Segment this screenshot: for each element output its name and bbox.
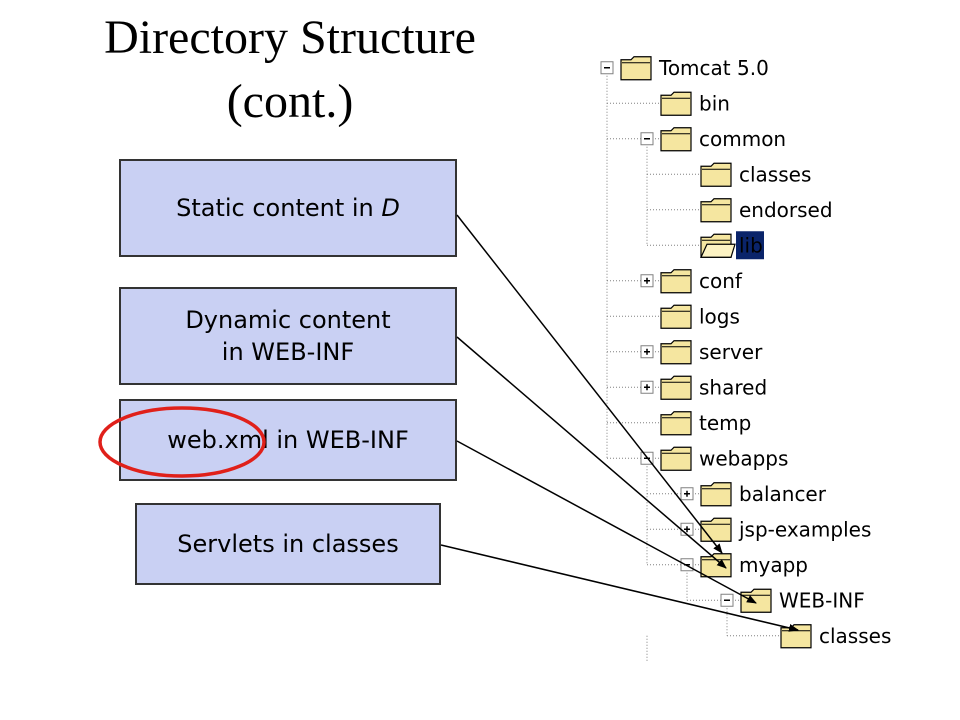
tree-connector-lines <box>606 75 779 662</box>
folder-icon <box>700 198 732 223</box>
callout-web-xml-label: web.xml in WEB-INF <box>167 426 409 454</box>
expand-toggle-icon[interactable] <box>640 274 654 288</box>
callout-static-content: Static content in D <box>119 159 457 257</box>
tree-node[interactable]: myapp <box>680 553 808 578</box>
tree-node[interactable]: webapps <box>640 446 788 471</box>
callout-arrows <box>440 214 799 632</box>
folder-icon <box>660 375 692 400</box>
folder-icon <box>660 411 692 436</box>
tree-node-label: temp <box>699 411 751 435</box>
tree-node[interactable]: Tomcat 5.0 <box>600 56 769 81</box>
tree-node[interactable]: server <box>640 340 763 365</box>
tree-node-label: shared <box>699 375 767 399</box>
tree-node[interactable]: jsp-examples <box>680 517 871 542</box>
arrow-dynamic-to-myapp <box>456 336 727 569</box>
collapse-toggle-icon[interactable] <box>720 593 734 607</box>
slide-title: Directory Structure (cont.) <box>60 6 520 134</box>
collapse-toggle-icon[interactable] <box>640 132 654 146</box>
selection-highlight <box>736 231 764 260</box>
callout-static-label: Static content in D <box>176 192 400 224</box>
tree-node[interactable]: conf <box>640 269 743 294</box>
tree-node-label: myapp <box>739 553 808 577</box>
tree-node-label: WEB-INF <box>779 588 865 612</box>
callout-servlets-label: Servlets in classes <box>177 530 399 558</box>
tree-node-label: conf <box>699 269 743 293</box>
folder-icon <box>660 304 692 329</box>
tree-node[interactable]: classes <box>780 624 891 649</box>
tree-node-label: common <box>699 127 786 151</box>
directory-tree: Tomcat 5.0 bin common classes endorsed lib con… <box>600 56 891 649</box>
arrow-webxml-to-web-inf <box>456 440 757 604</box>
folder-icon <box>660 446 692 471</box>
arrow-static-to-myapp <box>456 214 723 554</box>
highlight-circle <box>98 406 266 478</box>
folder-icon <box>660 340 692 365</box>
tree-node-label: endorsed <box>739 198 833 222</box>
arrow-servlets-to-classes <box>440 544 799 632</box>
tree-node-label: server <box>699 340 763 364</box>
tree-node-label: classes <box>739 162 811 186</box>
tree-node[interactable]: logs <box>660 304 740 329</box>
open-folder-icon <box>700 233 736 258</box>
collapse-toggle-icon[interactable] <box>600 61 614 75</box>
tree-node[interactable]: lib <box>700 231 764 260</box>
callout-static-d: D <box>381 194 400 222</box>
tree-node[interactable]: common <box>640 127 786 152</box>
tree-node-label: classes <box>819 624 891 648</box>
expand-toggle-icon[interactable] <box>680 522 694 536</box>
collapse-toggle-icon[interactable] <box>680 558 694 572</box>
folder-icon <box>700 162 732 187</box>
folder-icon <box>700 553 732 578</box>
tree-node[interactable]: classes <box>700 162 811 187</box>
tree-node-label: logs <box>699 304 740 328</box>
expand-toggle-icon[interactable] <box>640 345 654 359</box>
tree-node-label: bin <box>699 91 730 115</box>
tree-node[interactable]: endorsed <box>700 198 833 223</box>
tree-node-label: balancer <box>739 482 827 506</box>
folder-icon <box>660 269 692 294</box>
tree-node-label: jsp-examples <box>738 517 871 541</box>
tree-node-label: Tomcat 5.0 <box>658 56 769 80</box>
tree-node[interactable]: shared <box>640 375 767 400</box>
tree-node[interactable]: bin <box>660 91 730 116</box>
expand-toggle-icon[interactable] <box>680 487 694 501</box>
folder-icon <box>660 127 692 152</box>
callout-dynamic-line2: in WEB-INF <box>221 338 355 366</box>
folder-icon <box>620 56 652 81</box>
tree-node[interactable]: balancer <box>680 482 827 507</box>
tree-node[interactable]: WEB-INF <box>720 588 865 613</box>
title-line-1: Directory Structure <box>104 11 476 64</box>
tree-node[interactable]: temp <box>660 411 751 436</box>
expand-toggle-icon[interactable] <box>640 380 654 394</box>
folder-icon <box>780 624 812 649</box>
folder-icon <box>740 588 772 613</box>
tree-node-label: webapps <box>699 446 788 470</box>
callout-dynamic-line1: Dynamic content <box>185 306 391 334</box>
folder-icon <box>660 91 692 116</box>
title-line-2: (cont.) <box>226 75 354 128</box>
callout-dynamic-content: Dynamic content in WEB-INF <box>119 287 457 385</box>
callout-static-text: Static content in <box>176 194 382 222</box>
folder-icon <box>700 517 732 542</box>
folder-icon <box>700 482 732 507</box>
callout-servlets: Servlets in classes <box>135 503 441 585</box>
callout-web-xml: web.xml in WEB-INF <box>119 399 457 481</box>
tree-node-label: lib <box>739 233 763 257</box>
